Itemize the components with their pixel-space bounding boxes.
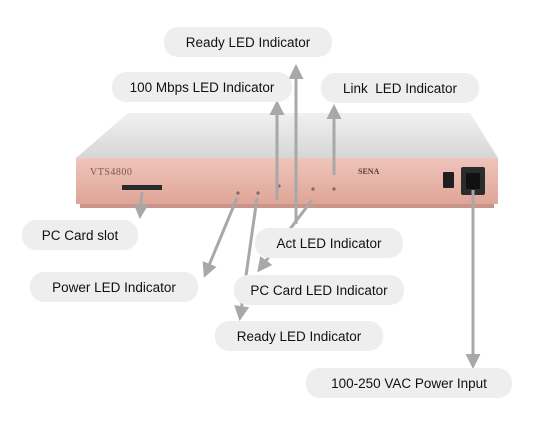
label-power-led: Power LED Indicator xyxy=(30,272,198,302)
arrow-pc-card-slot xyxy=(133,191,149,219)
device-base-shadow xyxy=(80,204,494,208)
label-power-input: 100-250 VAC Power Input xyxy=(306,368,512,398)
pc-card-slot-opening xyxy=(122,185,162,190)
pc-card-led xyxy=(311,187,315,191)
ready-led xyxy=(256,191,260,195)
label-link-led: Link LED Indicator xyxy=(321,73,479,103)
device-brand-label: SENA xyxy=(358,167,380,176)
label-pc-card-slot: PC Card slot xyxy=(22,220,138,250)
power-socket-inner xyxy=(466,173,480,189)
power-switch xyxy=(443,172,454,188)
label-act-led: Act LED Indicator xyxy=(255,228,403,258)
label-ready-led-top: Ready LED Indicator xyxy=(164,27,332,57)
device-model-label: VTS4800 xyxy=(90,167,132,178)
device-front-panel xyxy=(76,158,498,204)
label-pc-card-led: PC Card LED Indicator xyxy=(234,275,404,305)
power-led xyxy=(236,191,240,195)
label-100mbps-led: 100 Mbps LED Indicator xyxy=(112,72,292,102)
link-led xyxy=(332,187,336,191)
arrow-power-led xyxy=(202,197,239,278)
device-unit: VTS4800 SENA xyxy=(76,113,498,208)
device-top-surface xyxy=(76,113,498,158)
label-ready-led-bottom: Ready LED Indicator xyxy=(215,321,383,351)
